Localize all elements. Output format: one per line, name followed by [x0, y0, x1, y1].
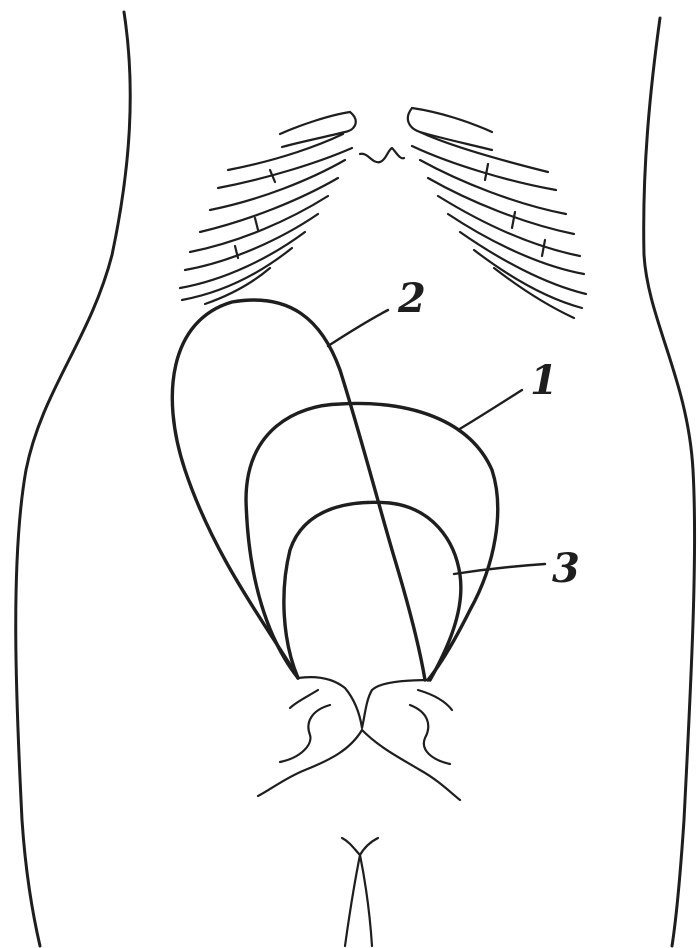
ribs-left [180, 112, 356, 304]
callout-3: 3 [552, 545, 580, 592]
leader-line-3 [454, 564, 545, 574]
contour-1 [246, 404, 498, 680]
body-outline [16, 12, 695, 946]
body-outline-left [16, 12, 131, 946]
contour-2 [172, 300, 425, 680]
rib-cage [180, 108, 586, 318]
callout-2: 2 [397, 275, 426, 322]
body-outline-right [644, 18, 695, 946]
pelvic-lines [258, 677, 460, 946]
callouts: 2 1 3 [397, 275, 580, 592]
contour-3 [284, 502, 461, 680]
leader-line-1 [458, 390, 522, 430]
leader-line-2 [328, 310, 388, 346]
uterus-contours [172, 300, 497, 680]
callout-1: 1 [530, 357, 558, 404]
ribs-right [408, 108, 586, 318]
xiphoid-process [360, 148, 404, 162]
